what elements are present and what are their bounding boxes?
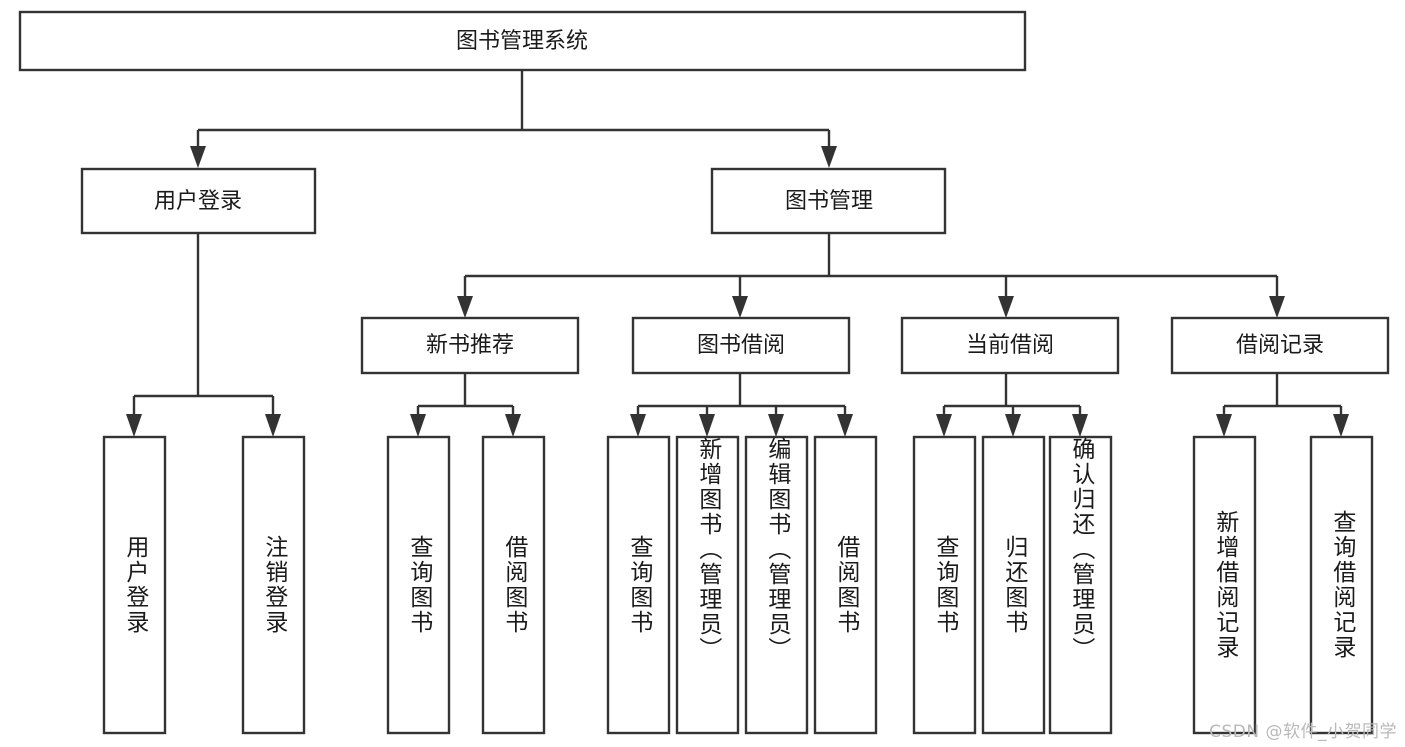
leaf-box-query-borrow-record[interactable] — [1309, 435, 1374, 735]
connectors-new-books-to-leaves — [410, 373, 521, 437]
leaf-box-query-books-3[interactable] — [912, 435, 977, 735]
node-current-borrow-label: 当前借阅 — [966, 333, 1054, 358]
arrow-head-borrow-books — [732, 296, 748, 318]
leaf-box-query-books-1[interactable] — [386, 435, 451, 735]
node-new-book-recommend[interactable]: 新书推荐 — [360, 316, 580, 375]
node-borrow-records-label: 借阅记录 — [1236, 333, 1324, 358]
arrow-head-user-login — [190, 146, 206, 168]
arrow-head-leaf-query-books-3 — [936, 414, 952, 437]
node-user-login-box — [80, 167, 317, 235]
leaf-box-borrow-books-1[interactable] — [481, 435, 546, 735]
node-new-book-recommend-box — [360, 316, 580, 375]
node-book-management-label: 图书管理 — [785, 189, 873, 214]
node-current-borrow-box — [900, 316, 1120, 375]
arrow-head-current-borrow — [998, 296, 1014, 318]
node-user-login[interactable]: 用户登录 — [80, 167, 317, 235]
node-book-management[interactable]: 图书管理 — [710, 167, 947, 235]
arrow-head-leaf-edit-book — [768, 414, 784, 437]
arrow-head-leaf-user-login — [126, 414, 142, 437]
connectors-borrow-records-to-leaves — [1216, 373, 1349, 437]
node-root-system-label: 图书管理系统 — [456, 29, 588, 54]
node-borrow-records[interactable]: 借阅记录 — [1170, 316, 1390, 375]
node-current-borrow[interactable]: 当前借阅 — [900, 316, 1120, 375]
arrow-head-new-books — [457, 296, 473, 318]
connectors-current-borrow-to-leaves — [936, 373, 1088, 437]
arrow-head-borrow-records — [1269, 296, 1285, 318]
node-book-management-box — [710, 167, 947, 235]
node-borrow-records-box — [1170, 316, 1390, 375]
connectors-user-login-to-leaves — [126, 233, 281, 437]
node-root-system-box — [18, 10, 1027, 72]
leaf-box-add-book-admin[interactable] — [675, 435, 740, 735]
leaf-box-query-books-2[interactable] — [606, 435, 671, 735]
connectors-borrow-books-to-leaves — [630, 373, 853, 437]
connectors-book-mgmt-to-level3 — [457, 233, 1285, 318]
leaf-box-user-login[interactable] — [102, 435, 167, 735]
arrow-head-leaf-confirm-return — [1072, 414, 1088, 437]
leaf-box-logout[interactable] — [241, 435, 306, 735]
leaf-box-return-book[interactable] — [981, 435, 1046, 735]
node-user-login-label: 用户登录 — [154, 189, 242, 214]
arrow-head-leaf-borrow-books-1 — [505, 414, 521, 437]
leaf-box-borrow-books-2[interactable] — [813, 435, 878, 735]
arrow-head-leaf-query-books-1 — [410, 414, 426, 437]
node-book-borrow-box — [631, 316, 851, 375]
leaf-box-edit-book-admin[interactable] — [744, 435, 809, 735]
leaf-box-confirm-return-admin[interactable] — [1048, 435, 1113, 735]
leaf-nodes — [102, 435, 1374, 735]
node-new-book-recommend-label: 新书推荐 — [426, 333, 514, 358]
arrow-head-leaf-add-book — [699, 414, 715, 437]
node-book-borrow[interactable]: 图书借阅 — [631, 316, 851, 375]
arrow-head-leaf-add-record — [1216, 414, 1232, 437]
arrow-head-leaf-return-book — [1005, 414, 1021, 437]
arrow-head-leaf-borrow-books-2 — [837, 414, 853, 437]
csdn-watermark: CSDN @软件_小贺同学 — [1209, 722, 1397, 742]
arrow-head-leaf-query-record — [1333, 414, 1349, 437]
arrow-head-book-mgmt — [821, 146, 837, 168]
node-root-system[interactable]: 图书管理系统 — [18, 10, 1027, 72]
connectors-root-to-level2 — [190, 70, 837, 168]
arrow-head-leaf-logout — [265, 414, 281, 437]
leaf-box-add-borrow-record[interactable] — [1192, 435, 1257, 735]
node-book-borrow-label: 图书借阅 — [697, 333, 785, 358]
arrow-head-leaf-query-books-2 — [630, 414, 646, 437]
